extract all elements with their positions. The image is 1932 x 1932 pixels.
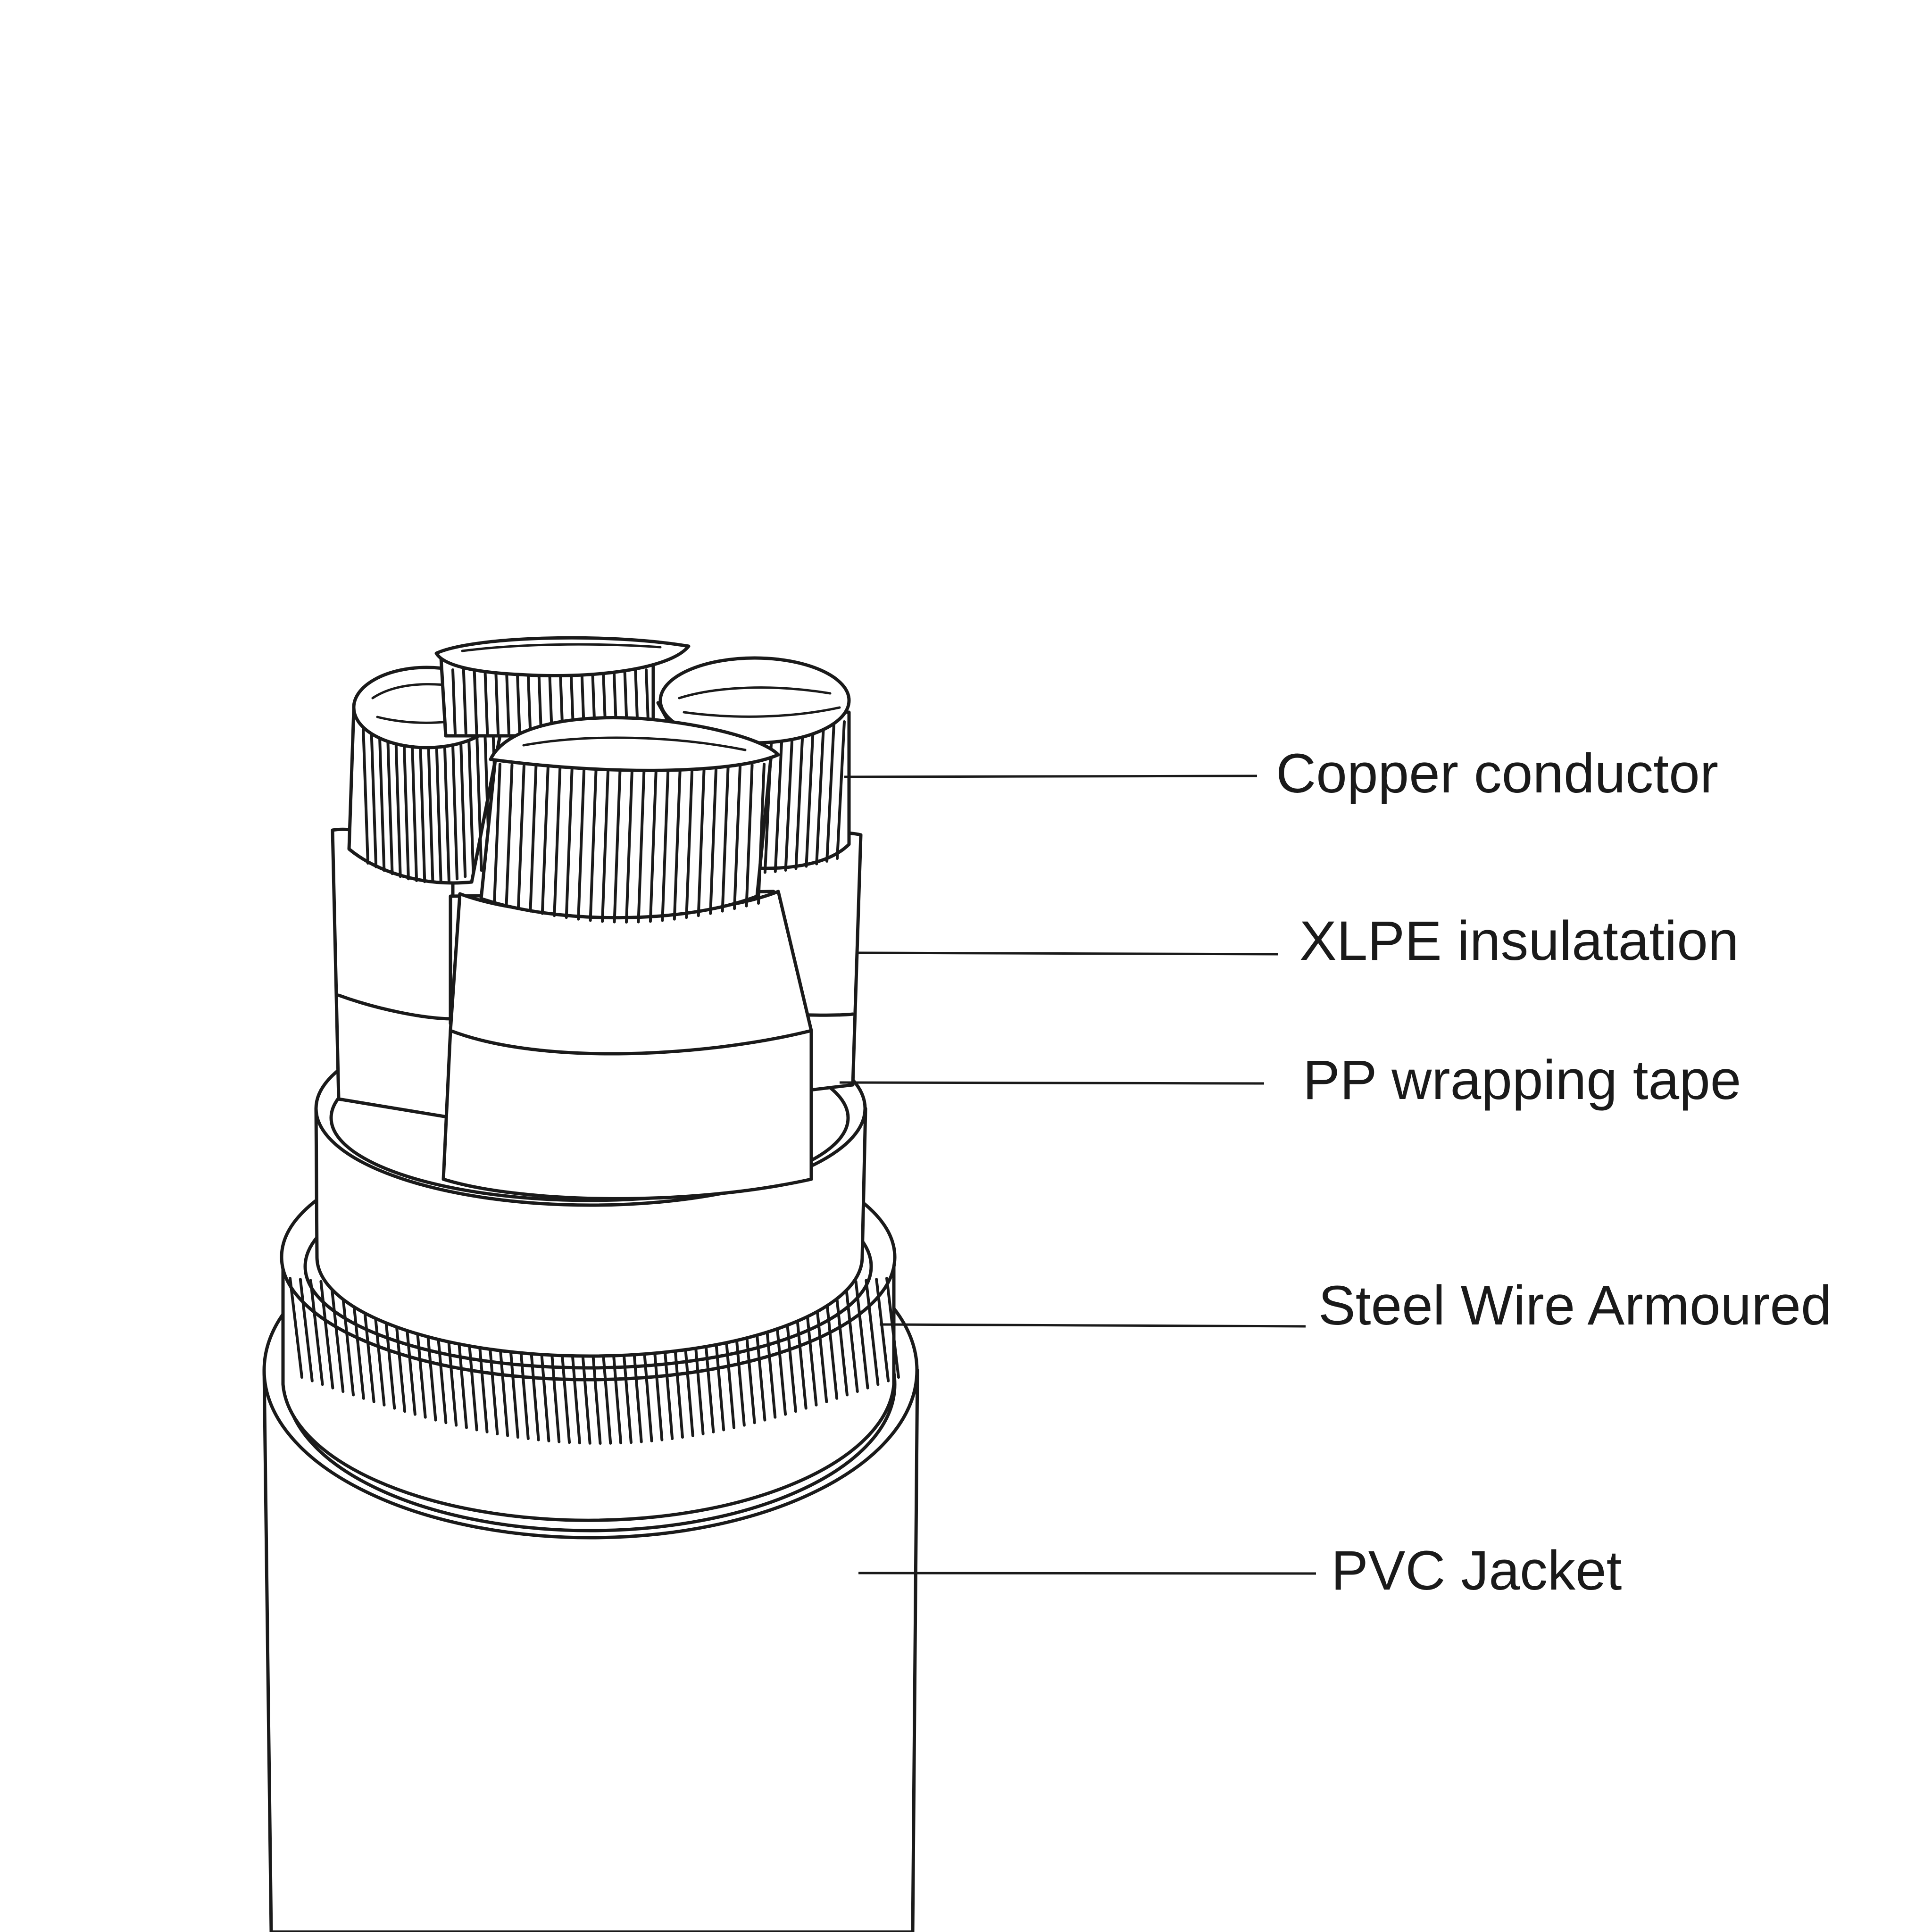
label-pp-wrapping-tape: PP wrapping tape <box>1303 1049 1741 1111</box>
leader-steel-wire-armoured <box>879 1323 1306 1328</box>
strand-line <box>505 763 514 908</box>
strand-line <box>386 728 394 875</box>
strand-line <box>462 668 467 735</box>
strand-line <box>483 668 489 735</box>
strand-line <box>613 768 622 924</box>
strand-line <box>685 767 694 919</box>
strand-line <box>836 720 846 860</box>
strand-line <box>565 767 574 919</box>
strand-line <box>709 766 718 915</box>
leader-copper-conductor <box>844 774 1257 778</box>
front-xlpe-insulation <box>441 890 813 1200</box>
label-copper-conductor: Copper conductor <box>1276 742 1718 805</box>
strand-line <box>794 723 805 870</box>
strand-line <box>442 730 450 882</box>
strand-line <box>673 767 682 921</box>
label-xlpe-insulation: XLPE insulatation <box>1299 910 1739 972</box>
strand-line <box>459 729 467 878</box>
strand-line <box>330 1281 345 1393</box>
strand-line <box>362 725 369 865</box>
strand-line <box>516 668 521 735</box>
strand-line <box>394 729 402 878</box>
strand-line <box>473 668 478 735</box>
strand-line <box>467 728 475 875</box>
strand-line <box>541 766 550 915</box>
strand-line <box>805 723 815 868</box>
strand-line <box>370 726 378 868</box>
strand-line <box>875 1278 890 1382</box>
strand-line <box>516 764 525 910</box>
strand-line <box>854 1280 869 1390</box>
label-pvc-jacket: PVC Jacket <box>1331 1540 1622 1602</box>
strand-line <box>733 764 742 910</box>
strand-line <box>784 724 794 872</box>
strand-line <box>410 730 418 882</box>
leader-lines <box>839 774 1316 1575</box>
strand-line <box>721 765 730 913</box>
strand-line <box>505 668 510 735</box>
strand-line <box>589 767 598 922</box>
strand-line <box>402 729 410 881</box>
strand-line <box>451 729 459 881</box>
strand-line <box>844 1281 859 1393</box>
strand-line <box>340 1282 355 1397</box>
strand-line <box>757 763 766 905</box>
label-steel-wire-armoured: Steel Wire Armoured <box>1318 1274 1832 1337</box>
strand-line <box>601 768 610 923</box>
strand-line <box>309 1279 324 1386</box>
strand-line <box>537 668 543 735</box>
strand-line <box>577 767 586 921</box>
strand-line <box>774 724 784 873</box>
strand-line <box>494 668 500 735</box>
strand-line <box>451 668 457 735</box>
leader-xlpe-insulation <box>858 951 1279 956</box>
strand-line <box>378 727 386 872</box>
strand-line <box>697 766 706 917</box>
strand-line <box>745 763 754 908</box>
strand-line <box>529 765 538 913</box>
strand-line <box>289 1277 303 1379</box>
strand-line <box>434 730 442 883</box>
strand-line <box>649 768 658 923</box>
strand-line <box>661 767 670 922</box>
strand-line <box>885 1277 900 1379</box>
strand-line <box>493 763 501 905</box>
strand-line <box>833 1282 849 1397</box>
strand-line <box>865 1279 880 1386</box>
strand-line <box>637 768 646 924</box>
strand-line <box>815 722 825 866</box>
strand-line <box>426 731 434 883</box>
front-copper-conductor <box>479 716 780 924</box>
strand-line <box>553 766 562 917</box>
strand-line <box>299 1278 314 1382</box>
strand-line <box>526 668 532 735</box>
back-copper-conductor <box>434 636 691 738</box>
strand-line <box>418 730 426 883</box>
strand-line <box>475 727 483 872</box>
strand-line <box>319 1280 334 1390</box>
strand-line <box>625 768 633 924</box>
leader-pvc-jacket <box>858 1572 1316 1575</box>
strand-line <box>825 721 836 863</box>
